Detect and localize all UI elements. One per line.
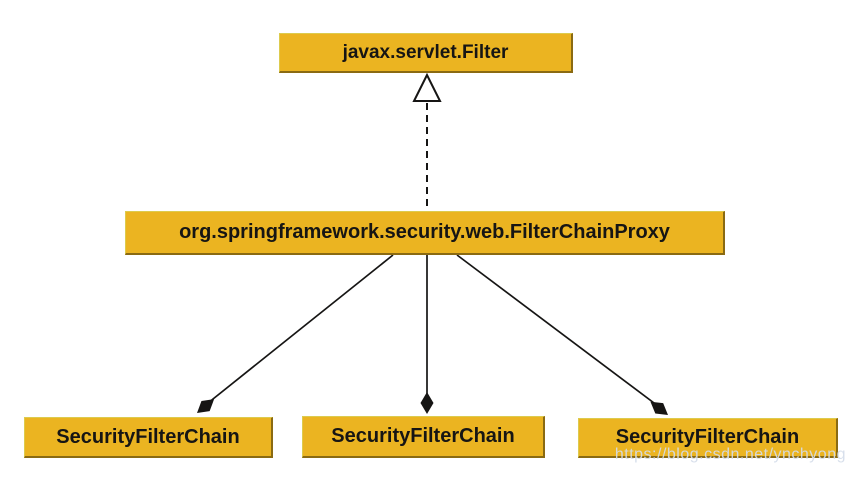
hollow-triangle-icon — [412, 72, 442, 102]
filled-diamond-icon-left — [197, 399, 215, 413]
edge-composition-left — [197, 254, 394, 413]
node-filterchainproxy: org.springframework.security.web.FilterC… — [125, 211, 725, 255]
node-label: SecurityFilterChain — [331, 425, 515, 447]
node-securityfilterchain-left: SecurityFilterChain — [24, 417, 273, 458]
node-label: javax.servlet.Filter — [342, 41, 509, 63]
node-label: org.springframework.security.web.FilterC… — [179, 221, 670, 243]
composition-line-right — [456, 254, 663, 410]
node-securityfilterchain-right: SecurityFilterChain — [578, 418, 838, 458]
node-javax-servlet-filter: javax.servlet.Filter — [279, 33, 573, 73]
filled-diamond-icon-right — [650, 401, 668, 415]
edge-realization-proxy-filter — [412, 72, 442, 211]
node-securityfilterchain-middle: SecurityFilterChain — [302, 416, 545, 458]
filled-diamond-icon-middle — [420, 392, 434, 414]
edge-composition-middle — [420, 255, 434, 414]
edge-composition-right — [456, 254, 668, 415]
composition-line-left — [202, 254, 394, 408]
node-label: SecurityFilterChain — [615, 426, 800, 448]
node-label: SecurityFilterChain — [56, 425, 240, 448]
